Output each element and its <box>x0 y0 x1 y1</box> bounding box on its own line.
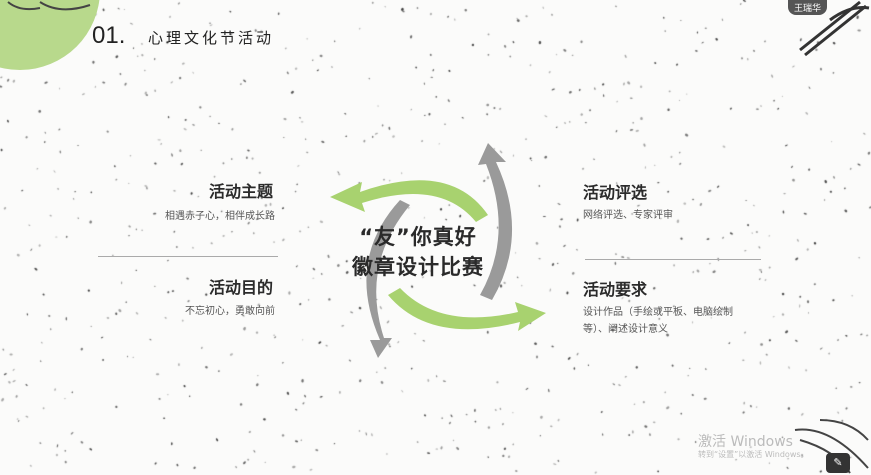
section-title: 心理文化节活动 <box>148 29 275 47</box>
pen-icon: ✎ <box>833 456 843 469</box>
section-number: 01. <box>92 22 126 49</box>
text-activity-theme: 相遇赤子心，相伴成长路 <box>165 211 275 222</box>
green-arrow-bottom <box>388 288 546 331</box>
edit-button[interactable]: ✎ <box>826 453 850 473</box>
heading-activity-theme: 活动主题 <box>208 182 273 201</box>
text-activity-purpose: 不忘初心，勇敢向前 <box>185 306 275 317</box>
heading-activity-purpose: 活动目的 <box>208 278 273 297</box>
activation-watermark-text: 转到“设置”以激活 Windows。 <box>698 450 809 459</box>
center-title-line2: 徽章设计比赛 <box>352 255 484 279</box>
text-activity-selection: 网络评选、专家评审 <box>583 210 673 221</box>
center-title: “友”你真好 徽章设计比赛 <box>352 222 484 282</box>
gray-arrow-left <box>366 200 410 358</box>
heading-activity-selection: 活动评选 <box>583 183 648 202</box>
leaf-decoration-top-right <box>799 0 870 57</box>
center-title-line1: “友”你真好 <box>359 225 477 249</box>
requirements-line1: 设计作品（手绘或平板、电脑绘制 <box>583 307 733 318</box>
text-activity-requirements: 设计作品（手绘或平板、电脑绘制 等）、阐述设计意义 <box>583 304 783 338</box>
presenter-badge: 王瑞华 <box>788 0 828 15</box>
green-blob-decoration <box>0 0 100 70</box>
requirements-line2: 等）、阐述设计意义 <box>583 324 668 335</box>
divider-left <box>98 256 278 257</box>
activation-watermark-title: 激活 Windows <box>698 434 793 450</box>
leaf-decoration-top-left <box>7 1 91 11</box>
heading-activity-requirements: 活动要求 <box>583 280 648 299</box>
divider-right <box>585 259 761 260</box>
gray-arrow-right <box>478 143 513 300</box>
green-arrow-top <box>330 180 488 222</box>
